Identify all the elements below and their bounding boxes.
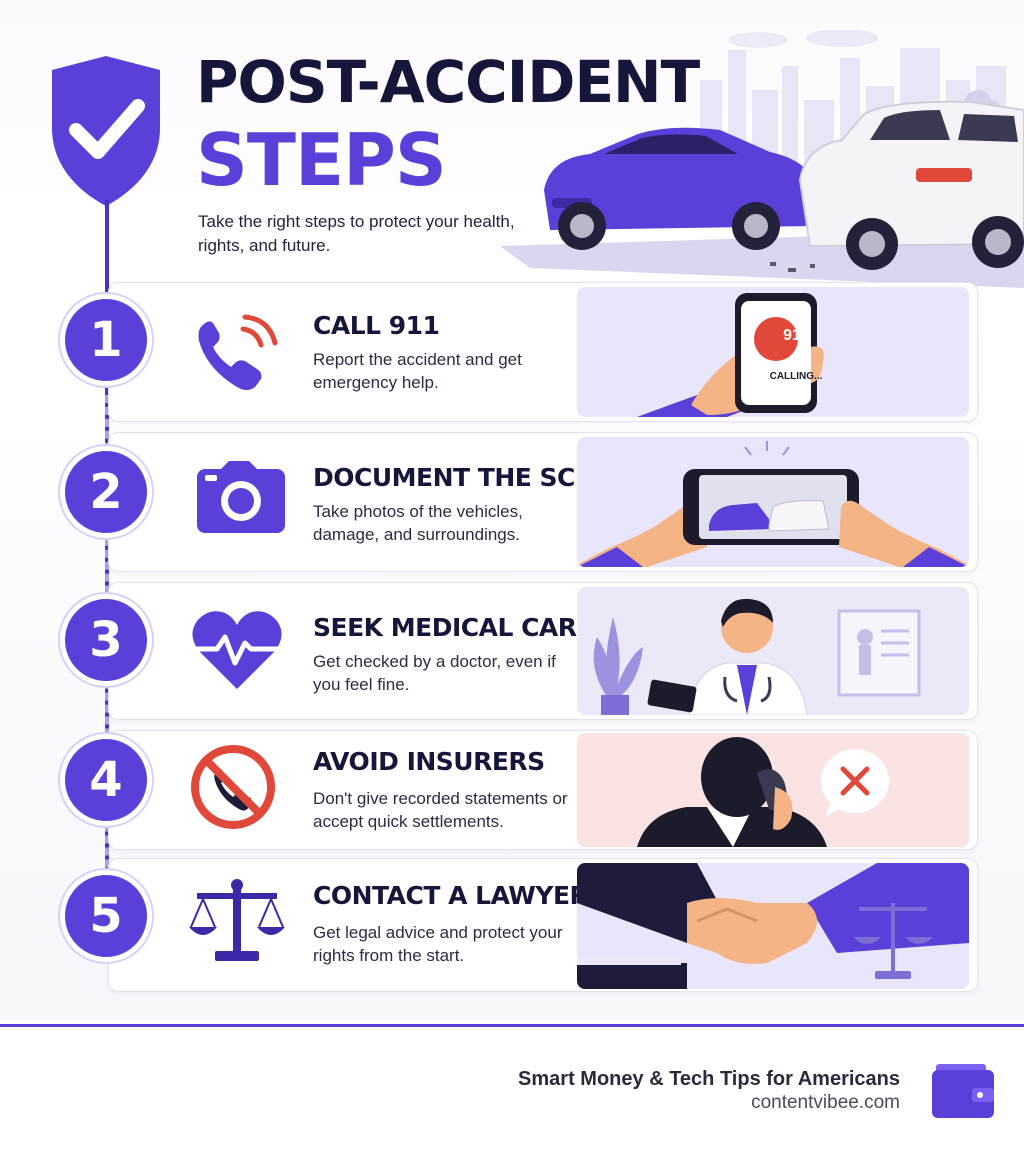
wallet-icon xyxy=(932,1064,994,1118)
step-desc-2: Take photos of the vehicles, damage, and… xyxy=(313,502,523,544)
camera-icon xyxy=(197,461,285,533)
car-crash-illustration xyxy=(500,30,1024,288)
step-card-3: SEEK MEDICAL CARE Get checked by a docto… xyxy=(108,582,978,720)
step-title-5: CONTACT A LAWYER xyxy=(313,881,589,910)
step-number-4: 4 xyxy=(60,734,152,826)
step-title-3: SEEK MEDICAL CARE xyxy=(313,613,594,642)
step-card-1: CALL 911 Report the accident and get eme… xyxy=(108,282,978,422)
handshake-illustration xyxy=(577,863,969,989)
step-number-2: 2 xyxy=(60,446,152,538)
step-title-2: DOCUMENT THE SCENE xyxy=(313,463,629,492)
insurer-call-illustration xyxy=(577,733,969,847)
heart-pulse-icon xyxy=(192,611,282,689)
step-title-4: AVOID INSURERS xyxy=(313,747,545,776)
phone-calling-illustration xyxy=(577,287,969,417)
step-card-2: DOCUMENT THE SCENE Take photos of the ve… xyxy=(108,432,978,572)
page-subtitle: Take the right steps to protect your hea… xyxy=(198,212,515,255)
screen-badge-911: 911 xyxy=(783,327,809,344)
footer-site-link[interactable]: contentvibee.com xyxy=(751,1092,900,1113)
step-number-3: 3 xyxy=(60,594,152,686)
page-title: POST-ACCIDENT xyxy=(196,48,700,116)
step-desc-3: Get checked by a doctor, even if you fee… xyxy=(313,652,556,694)
no-phone-icon xyxy=(191,745,275,829)
photo-scene-illustration xyxy=(577,437,969,567)
shield-check-icon xyxy=(52,56,160,206)
step-number-5: 5 xyxy=(60,870,152,962)
step-card-4: AVOID INSURERS Don't give recorded state… xyxy=(108,730,978,850)
doctor-illustration xyxy=(577,587,969,715)
footer-divider xyxy=(0,1024,1024,1027)
footer-tagline: Smart Money & Tech Tips for Americans xyxy=(518,1068,900,1090)
step-title-1: CALL 911 xyxy=(313,311,440,340)
scales-icon xyxy=(189,879,285,961)
step-desc-1: Report the accident and get emergency he… xyxy=(313,350,522,392)
step-number-1: 1 xyxy=(60,294,152,386)
step-card-5: CONTACT A LAWYER Get legal advice and pr… xyxy=(108,858,978,992)
screen-calling-label: CALLING... xyxy=(769,371,823,382)
step-desc-4: Don't give recorded statements or accept… xyxy=(313,789,568,831)
phone-ringing-icon xyxy=(198,314,278,390)
step-desc-5: Get legal advice and protect your rights… xyxy=(313,923,563,965)
page-title-accent: STEPS xyxy=(196,118,447,202)
